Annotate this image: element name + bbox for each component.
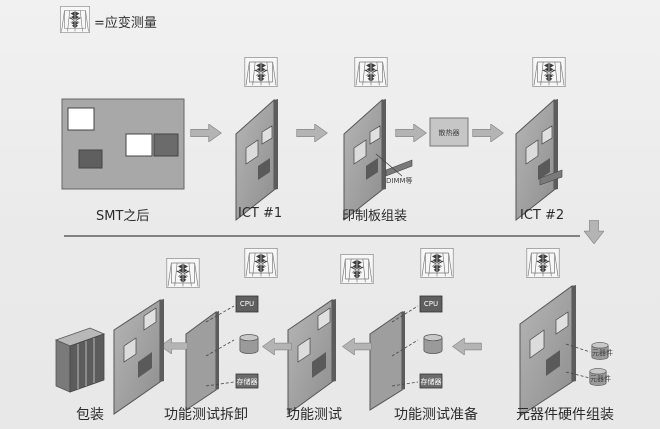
component-label: 元器件 [592,349,613,357]
step-label-smt: SMT之后 [96,209,150,224]
ict1-board [235,98,278,222]
cpu-label: CPU [239,300,255,308]
cpu-label: CPU [423,300,439,308]
flow-arrow-1 [190,124,222,142]
strain-gauge-icon [420,248,454,278]
component-assembly-board [519,285,591,417]
func-test-prep-panel [369,295,443,411]
strain-gauge-icon [532,57,566,87]
step-label-component-assembly: 元器件硬件组装 [516,407,614,423]
legend-label: =应变测量 [94,16,157,31]
smt-board [61,98,185,190]
flow-arrow-8 [160,338,188,354]
dimm-label: DIMM等 [386,177,413,185]
pcb-assembly-board [343,98,413,222]
flow-arrow-down [584,220,604,244]
storage-cylinder [239,334,259,354]
flow-arrow-2 [296,124,328,142]
storage-cylinder [423,334,443,354]
ict2-board [515,98,563,222]
package-box [54,327,106,393]
func-test-board [287,299,336,415]
strain-gauge-icon [244,248,278,278]
strain-gauge-icon [60,6,90,33]
flow-arrow-5 [452,338,482,355]
strain-gauge-icon [354,57,388,87]
storage-label: 存储器 [420,378,442,386]
heatsink-box [429,117,469,147]
flow-arrow-4 [472,124,504,142]
step-label-ict2: ICT #2 [520,208,565,223]
step-label-func-test: 功能测试 [286,407,342,423]
flow-arrow-7 [262,338,292,355]
strain-gauge-icon [166,258,200,288]
step-label-func-test-teardown: 功能测试拆卸 [164,407,248,423]
strain-gauge-icon [526,248,560,278]
step-label-func-test-prep: 功能测试准备 [394,407,478,423]
heatsink-label: 散热器 [438,129,460,137]
step-label-pcb-assembly: 印制板组装 [342,209,408,224]
component-label: 元器件 [590,375,611,383]
storage-label: 存储器 [236,378,258,386]
step-label-packaging: 包装 [76,407,104,423]
step-label-ict1: ICT #1 [238,206,283,221]
strain-gauge-icon [244,57,278,87]
packaging-board [113,299,164,415]
flow-arrow-3 [395,124,427,142]
func-test-teardown-panel [185,295,259,411]
flow-arrow-6 [342,338,372,355]
strain-gauge-icon [340,254,374,284]
